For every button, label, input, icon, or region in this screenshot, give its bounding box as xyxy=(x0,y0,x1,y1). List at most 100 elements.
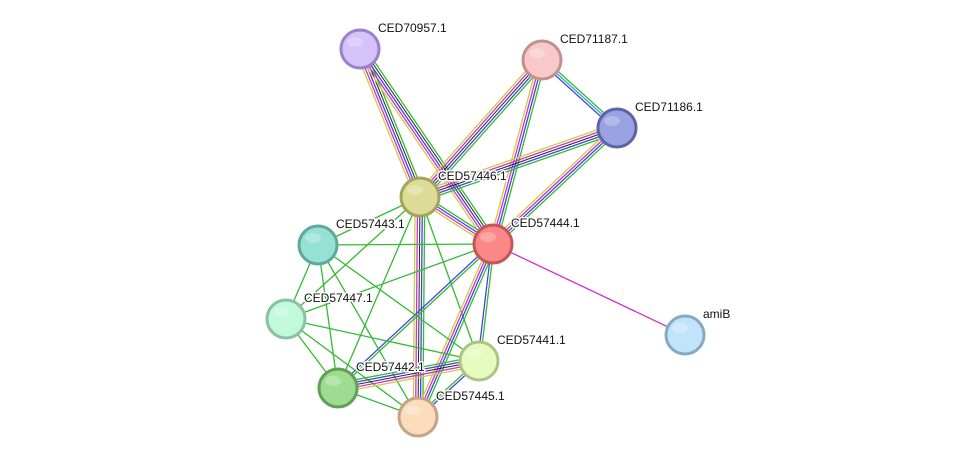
edge-line xyxy=(493,60,544,245)
node-label: CED71186.1 xyxy=(635,100,703,114)
edge-line xyxy=(414,196,419,417)
node-label-halo: CED70957.1 xyxy=(378,21,447,35)
edge-line xyxy=(418,125,617,196)
edge-ced57446-1-ced57447-1 xyxy=(285,196,421,320)
edge-ced57444-1-ced57443-1 xyxy=(317,243,494,246)
node-highlight xyxy=(347,37,363,47)
edge-line xyxy=(488,58,540,244)
edge-line xyxy=(492,243,686,336)
edge-line xyxy=(491,59,542,244)
node-highlight xyxy=(672,323,688,333)
edge-ced57442-1-ced57441-1 xyxy=(336,355,481,394)
edge-line xyxy=(418,244,495,418)
edge-line xyxy=(412,196,416,417)
edge-line xyxy=(354,50,417,200)
node-label-halo: amiB xyxy=(703,307,730,321)
edge-line xyxy=(495,130,620,248)
node-circle[interactable] xyxy=(317,367,359,409)
node-highlight xyxy=(407,185,423,195)
edge-line xyxy=(359,48,494,245)
node-label: amiB xyxy=(703,307,730,321)
edge-ced57446-1-ced57442-1 xyxy=(337,196,421,389)
edge-line xyxy=(359,48,421,198)
edge-line xyxy=(495,60,547,246)
node-label-halo: CED57444.1 xyxy=(511,216,580,230)
node-highlight xyxy=(529,48,545,58)
node-label-halo: CED71186.1 xyxy=(635,100,703,114)
edge-line xyxy=(423,62,547,201)
edge-line xyxy=(285,243,494,320)
node-circle[interactable] xyxy=(397,396,439,438)
node-label: CED70957.1 xyxy=(378,21,447,35)
node-circle[interactable] xyxy=(399,176,441,218)
edge-line xyxy=(420,245,497,419)
edge-line xyxy=(285,196,421,320)
node-label: CED57441.1 xyxy=(497,333,566,347)
node-label: CED57444.1 xyxy=(511,216,580,230)
edge-line xyxy=(337,196,421,389)
edge-line xyxy=(355,51,490,248)
node-highlight xyxy=(405,405,421,415)
edge-ced70957-1-ced57444-1 xyxy=(355,45,498,248)
edge-line xyxy=(357,49,492,246)
edge-line xyxy=(419,196,480,362)
edge-ced57443-1-ced57445-1 xyxy=(317,244,419,418)
node-label: CED71187.1 xyxy=(560,32,628,46)
node-circle[interactable] xyxy=(664,314,706,356)
edge-line xyxy=(419,197,424,418)
node-circle[interactable] xyxy=(521,39,563,81)
node-label-halo: CED71187.1 xyxy=(560,32,628,46)
edge-line xyxy=(417,196,421,418)
node-highlight xyxy=(325,376,341,386)
edge-ced57444-1-amib xyxy=(492,243,686,336)
node-label-halo: CED57441.1 xyxy=(497,333,566,347)
node-circle[interactable] xyxy=(458,340,500,382)
node-circle[interactable] xyxy=(297,224,339,266)
node-circle[interactable] xyxy=(339,28,381,70)
node-label-halo: CED57445.1 xyxy=(436,389,505,403)
edge-line xyxy=(418,122,616,194)
edge-ced70957-1-ced57446-1 xyxy=(354,46,426,200)
node-label: CED57442.1 xyxy=(356,360,425,374)
edge-ced71186-1-ced57446-1 xyxy=(418,122,619,203)
edge-line xyxy=(363,45,498,242)
edge-line xyxy=(337,360,480,389)
edge-line xyxy=(414,242,491,416)
node-label: CED57443.1 xyxy=(336,217,405,231)
edge-line xyxy=(415,56,539,195)
edge-line xyxy=(317,244,419,418)
edge-line xyxy=(317,244,480,362)
edge-line xyxy=(285,318,480,362)
edge-line xyxy=(421,61,545,200)
edge-ced57443-1-ced57441-1 xyxy=(317,244,480,362)
node-circle[interactable] xyxy=(472,223,514,265)
edge-line xyxy=(357,49,419,199)
edge-line xyxy=(493,128,619,246)
edge-line xyxy=(491,126,617,244)
node-circle[interactable] xyxy=(265,298,307,340)
edge-line xyxy=(338,244,495,390)
edge-line xyxy=(419,127,618,198)
node-highlight xyxy=(305,233,321,243)
node-label-halo: CED57443.1 xyxy=(336,217,405,231)
edge-line xyxy=(338,362,480,391)
edge-line xyxy=(417,57,541,196)
edge-line xyxy=(419,59,543,198)
edge-ced71187-1-ced57444-1 xyxy=(488,58,547,246)
node-label: CED57445.1 xyxy=(436,389,505,403)
node-circle[interactable] xyxy=(596,107,638,149)
edge-line xyxy=(337,358,479,387)
